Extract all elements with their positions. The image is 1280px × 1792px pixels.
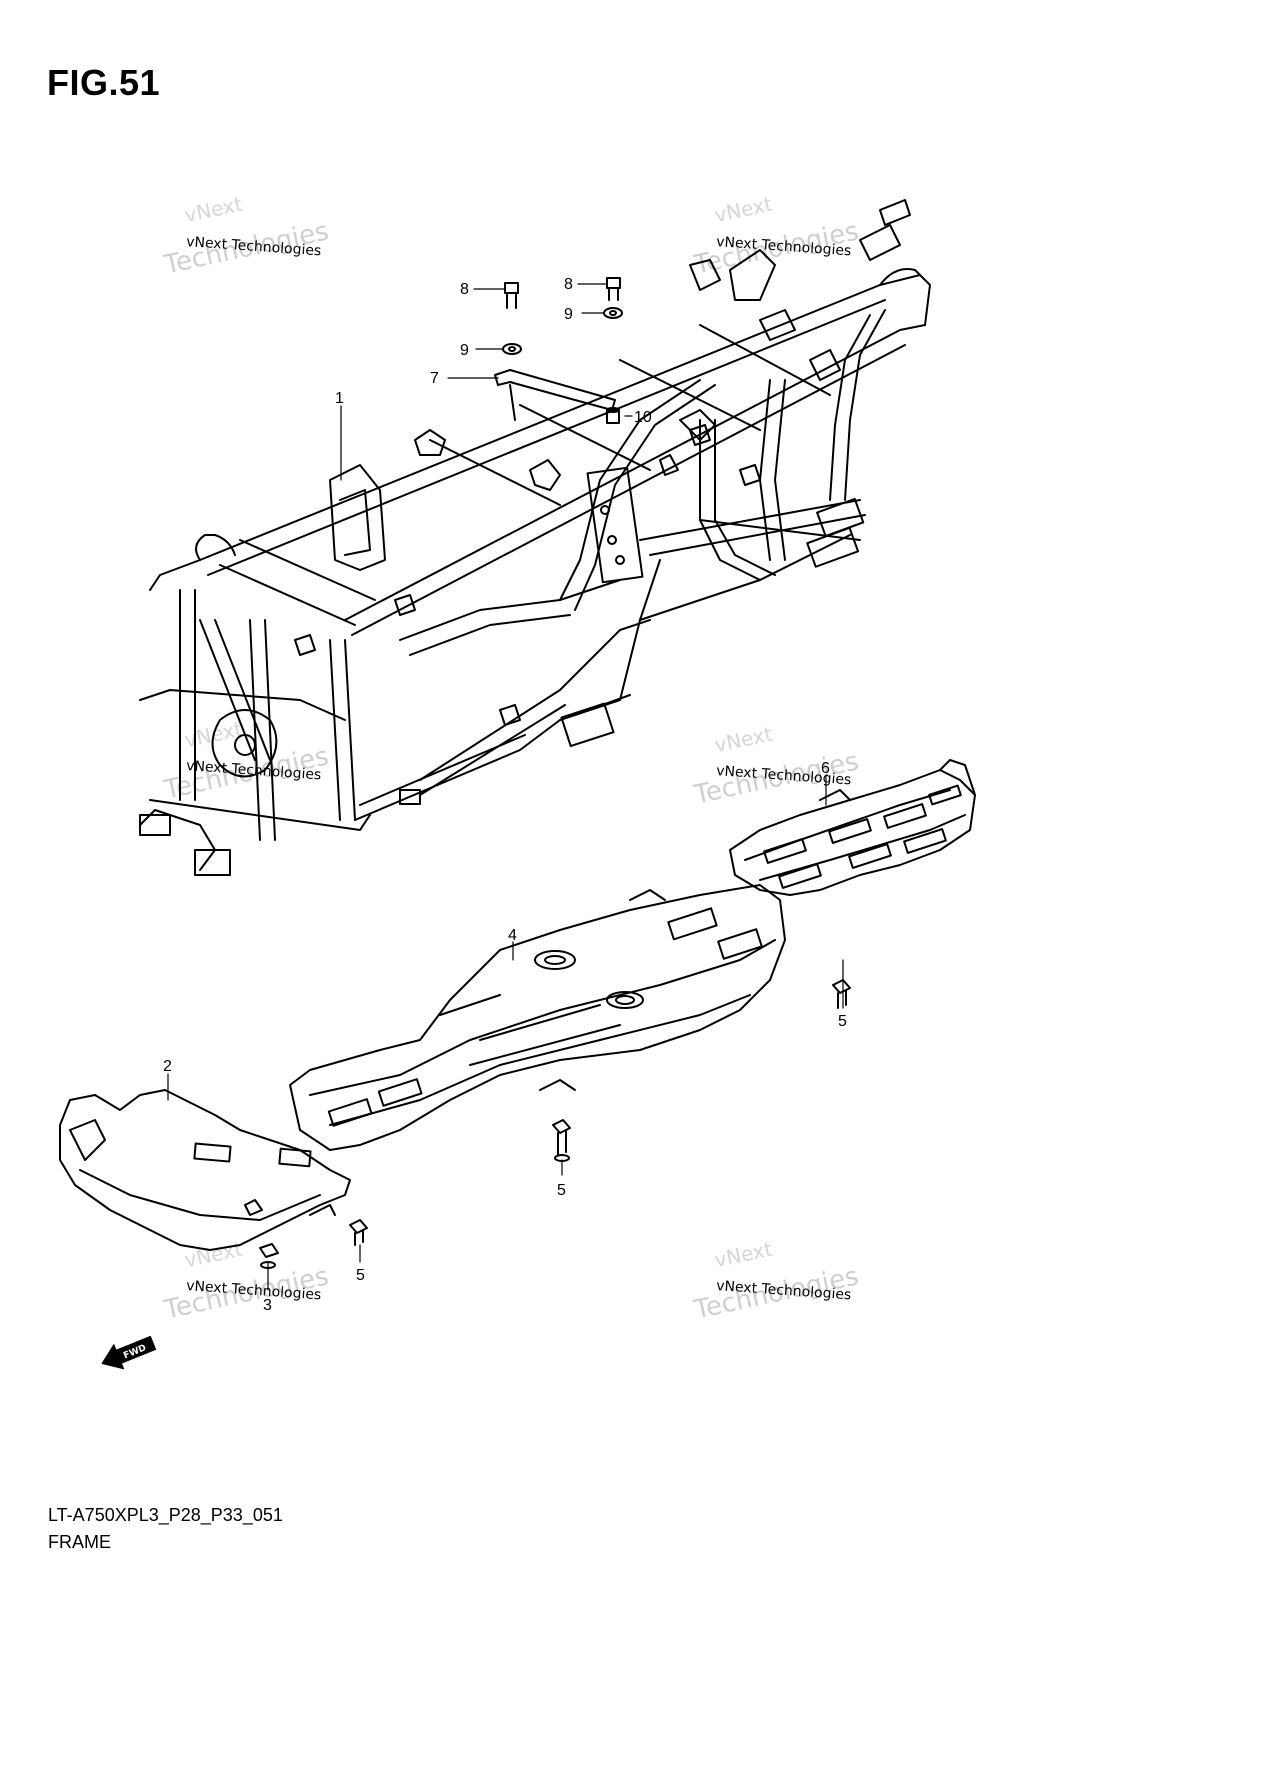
callout-5-middle: 5 [557,1182,566,1199]
callout-9-right: 9 [564,306,573,323]
callout-5-rear: 5 [838,1013,847,1030]
diagram-name: FRAME [48,1532,111,1552]
bolt-8-right [606,277,621,301]
frame-upper-rail-left [199,274,921,561]
bolt-3 [259,1243,279,1269]
callout-3: 3 [263,1297,272,1314]
watermark-top: vNext [712,1237,774,1273]
callout-9-left: 9 [460,342,469,359]
callout-8-right: 8 [564,276,573,293]
callout-5-front: 5 [356,1267,365,1284]
watermark-top: vNext [712,192,774,228]
watermark-group: vNext Technologies vNext Technologies vN… [161,192,862,1326]
callout-numbers: 1 2 3 4 5 5 5 6 7 8 8 9 9 10 [163,276,847,1314]
bolt-5-rear [832,979,851,1009]
frame-upper-rail-right [344,324,926,621]
watermark-top: vNext [182,1237,244,1273]
cushion-10 [606,407,620,424]
leader-lines [167,283,844,1291]
fwd-arrow-icon: FWD [101,1335,157,1370]
main-frame [139,199,931,876]
callout-8-left: 8 [460,281,469,298]
watermark-top: vNext [182,192,244,228]
callout-4: 4 [508,927,517,944]
watermark-top: vNext [712,722,774,758]
bracket-7 [494,369,616,421]
callout-2: 2 [163,1058,172,1075]
frame-lower-rail [354,719,561,821]
front-skid-plate [59,1089,351,1251]
washer-9-left [502,343,522,355]
callout-7: 7 [430,370,439,387]
middle-skid-plate [289,884,786,1151]
rear-skid-plate [729,759,976,896]
bolt-5-middle [552,1119,571,1162]
bolt-5-front [349,1219,368,1246]
callout-1: 1 [335,390,344,407]
figure-title: FIG.51 [47,62,161,103]
callout-6: 6 [821,760,830,777]
callout-10: 10 [634,409,652,426]
washer-9-right [603,307,623,319]
diagram-code: LT-A750XPL3_P28_P33_051 [48,1505,283,1525]
bolt-8-left [504,282,519,309]
seat-support-bracket [329,464,386,571]
